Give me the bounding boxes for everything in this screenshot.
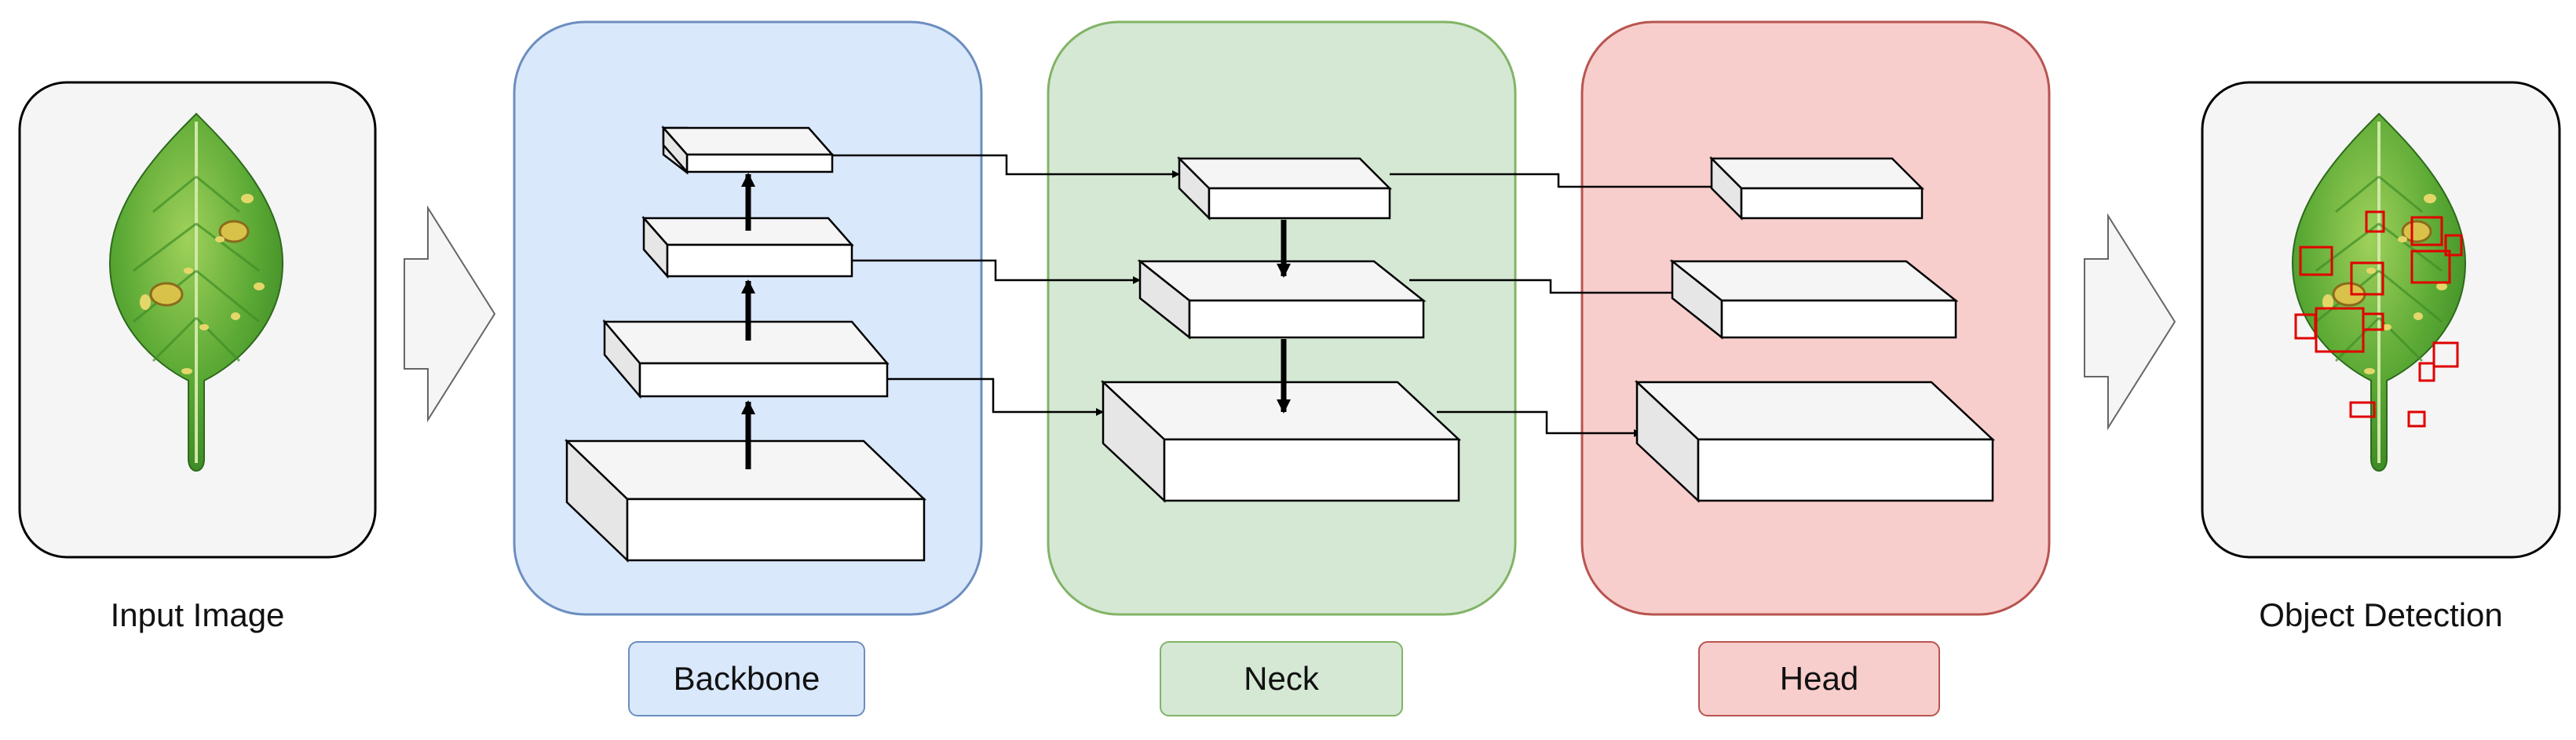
feature-block <box>626 498 926 562</box>
connector-line <box>1437 410 1642 437</box>
detection-box <box>2418 362 2435 382</box>
head-stack <box>1634 155 1996 503</box>
neck-label: Neck <box>1160 641 1403 716</box>
feature-block <box>1740 187 1924 220</box>
connector-line <box>852 259 1141 284</box>
detection-boxes <box>2294 210 2463 428</box>
detection-box <box>2407 410 2426 428</box>
backbone-label: Backbone <box>628 641 865 716</box>
detection-box <box>2299 246 2333 276</box>
feature-block <box>1697 438 1994 502</box>
connectors <box>832 154 1744 437</box>
feature-block <box>638 362 889 398</box>
input-image-caption: Input Image <box>110 596 285 633</box>
connector-line <box>1390 173 1744 191</box>
block-top <box>1176 157 1393 190</box>
feature-block <box>1720 299 1957 339</box>
detection-box <box>2362 312 2384 331</box>
block-top <box>1708 157 1925 190</box>
right-arrow-icon <box>404 205 496 423</box>
feature-block <box>1208 187 1391 220</box>
feature-block <box>685 153 834 173</box>
head-label: Head <box>1698 641 1940 716</box>
connector-line <box>887 377 1104 416</box>
connector-line <box>832 154 1180 178</box>
backbone-stack <box>564 125 927 563</box>
detection-box <box>2350 261 2384 296</box>
right-arrow-icon <box>2084 213 2176 431</box>
detection-box <box>2365 210 2385 233</box>
feature-block <box>666 243 853 278</box>
block-top <box>661 126 835 156</box>
neck-stack <box>1100 155 1462 503</box>
detection-box <box>2432 341 2459 368</box>
feature-block <box>1188 299 1425 339</box>
detection-box <box>2410 250 2451 284</box>
feature-block <box>1163 438 1460 502</box>
detection-box <box>2349 401 2376 418</box>
connector-line <box>1409 279 1681 297</box>
detected-leaf-icon <box>2291 112 2467 472</box>
detection-box <box>2410 216 2443 246</box>
detection-box <box>2444 234 2463 257</box>
object-detection-caption: Object Detection <box>2259 596 2503 633</box>
